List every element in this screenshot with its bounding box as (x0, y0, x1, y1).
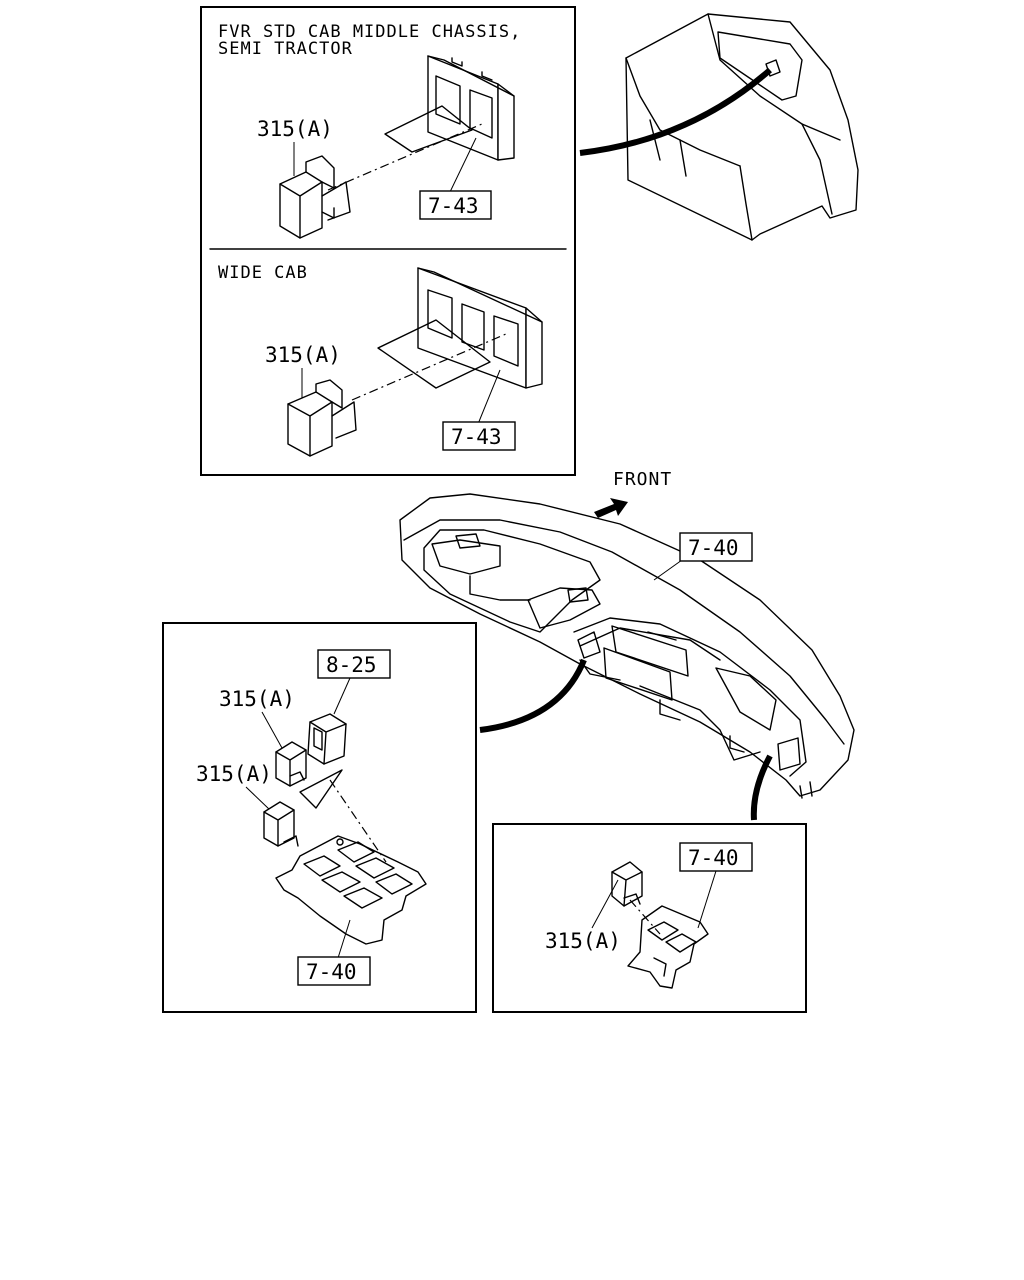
wide-assembly-line (351, 333, 507, 401)
wide-cab-title: WIDE CAB (218, 263, 308, 283)
leader-7-43 (449, 137, 477, 193)
ref-box-7-43-top (419, 190, 492, 220)
ref-box-8-25 (317, 649, 391, 679)
callout-arrow-right (750, 754, 773, 821)
wide-switch-315a (287, 379, 357, 457)
ref-box-br-7-40 (679, 842, 753, 872)
br-assembly-line (629, 899, 661, 935)
bl-switch-1 (275, 741, 307, 787)
bottom-right-panel: 7-40 315(A) (492, 823, 807, 1013)
bottom-right-frame (492, 823, 807, 1013)
dashboard-panel (399, 493, 855, 799)
ref-box-7-43-wide (442, 421, 516, 451)
br-switch-bracket (627, 905, 709, 989)
top-panel: FVR STD CAB MIDDLE CHASSIS, SEMI TRACTOR… (200, 6, 576, 476)
front-arrow-icon (594, 498, 628, 518)
wide-panel-sheet (377, 319, 491, 389)
callout-arrow-top (579, 67, 772, 156)
std-cab-part-label: 315(A) (257, 117, 333, 141)
switch-bezel-2-slot (427, 55, 515, 161)
top-panel-frame (200, 6, 576, 476)
bl-switch-2 (263, 801, 299, 847)
switch-315a (279, 155, 351, 239)
leader-br-315a (591, 879, 619, 929)
leader-dash-7-40 (653, 559, 683, 581)
br-switch (611, 861, 643, 907)
switch-bezel-3-slot (417, 267, 543, 389)
bl-ref-bottom: 7-40 (306, 960, 357, 984)
bl-assembly-line (329, 779, 387, 863)
leader-8-25 (333, 677, 351, 715)
bottom-left-frame (162, 622, 477, 1013)
leader-br-7-40 (697, 870, 717, 929)
wide-leader-7-43 (477, 369, 501, 425)
callout-arrow-left (479, 658, 587, 733)
std-cab-title-line1: FVR STD CAB MIDDLE CHASSIS, (218, 22, 521, 42)
bl-ref-top: 8-25 (326, 653, 377, 677)
ref-box-dash-7-40 (679, 532, 753, 562)
bl-switch-bracket (275, 835, 427, 945)
front-label: FRONT (613, 469, 672, 490)
panel-sheet (384, 105, 473, 153)
bl-part-label-1: 315(A) (219, 687, 295, 711)
br-ref-label: 7-40 (688, 846, 739, 870)
leader-bl-315a-2 (245, 786, 271, 811)
bottom-left-panel: 8-25 315(A) 315(A) (162, 622, 477, 1013)
dash-ref-label: 7-40 (688, 536, 739, 560)
ref-box-bl-7-40 (297, 956, 371, 986)
leader-bl-7-40 (337, 919, 351, 959)
std-cab-ref-label: 7-43 (428, 194, 479, 218)
cab-outline (625, 13, 859, 241)
br-part-label: 315(A) (545, 929, 621, 953)
bl-part-label-2: 315(A) (196, 762, 272, 786)
wide-cab-ref-label: 7-43 (451, 425, 502, 449)
assembly-line (327, 123, 483, 191)
leader-bl-315a-1 (261, 711, 283, 749)
wide-cab-part-label: 315(A) (265, 343, 341, 367)
bl-sheet (299, 769, 343, 809)
relay-8-25 (307, 713, 347, 765)
std-cab-title-line2: SEMI TRACTOR (218, 39, 353, 59)
